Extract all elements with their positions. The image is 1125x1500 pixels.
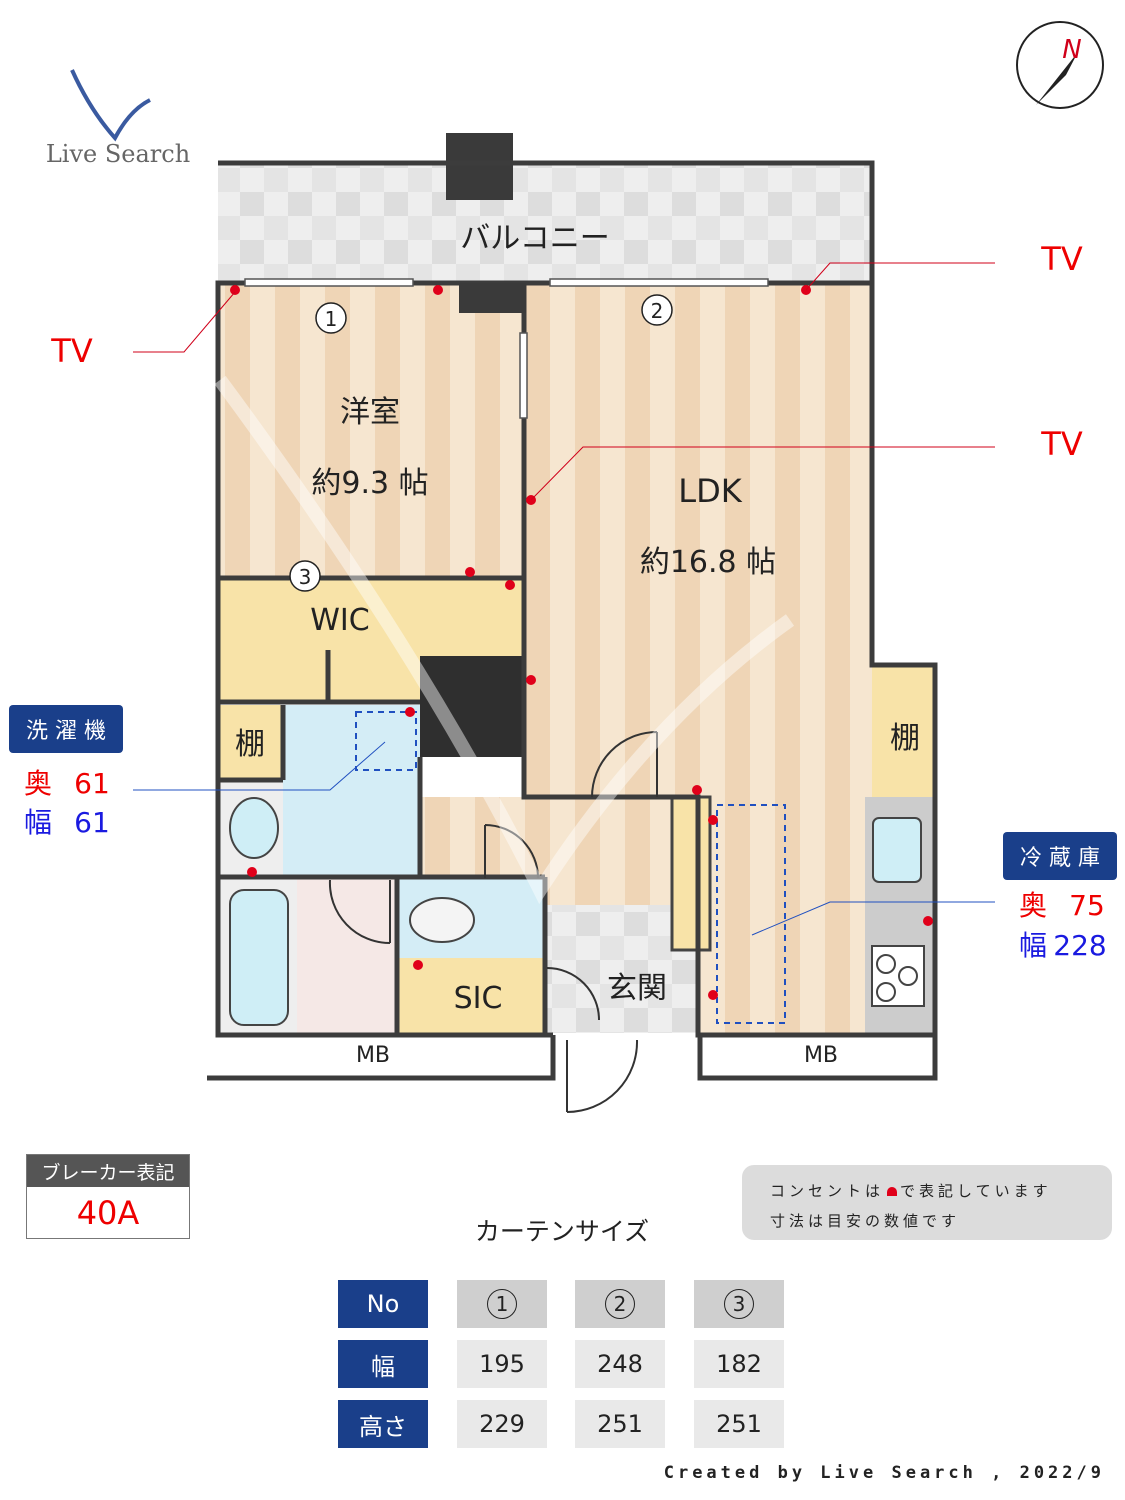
sink-icon (229, 797, 279, 859)
shelf-right (872, 665, 935, 797)
svg-text:2: 2 (651, 299, 664, 323)
row-header-width: 幅 (338, 1340, 428, 1388)
width-3: 182 (694, 1340, 784, 1388)
svg-text:Live Search: Live Search (46, 140, 190, 168)
height-3: 251 (694, 1400, 784, 1448)
western-room-label: 洋室 (340, 395, 400, 430)
col-no-2: 2 (575, 1280, 665, 1328)
washer-depth-label: 奥 (24, 767, 52, 800)
washer-space (355, 711, 417, 771)
live-search-logo: Live Search (46, 69, 190, 168)
mb-left-label: MB (356, 1043, 390, 1068)
closet (470, 578, 524, 656)
washer-width-label: 幅 (24, 806, 52, 839)
note-line2: 寸法は目安の数値です (770, 1212, 961, 1230)
shoe-closet (670, 795, 712, 952)
row-header-height: 高さ (338, 1400, 428, 1448)
curtain-title: カーテンサイズ (474, 1217, 650, 1246)
ldk (524, 283, 872, 797)
mb-right-label: MB (804, 1043, 838, 1068)
western-room (218, 283, 524, 578)
height-1: 229 (457, 1400, 547, 1448)
fridge-title: 冷 蔵 庫 (1003, 832, 1117, 880)
footer-credit: Created by Live Search , 2022/9 (663, 1463, 1105, 1483)
width-1: 195 (457, 1340, 547, 1388)
sic-label: SIC (454, 981, 503, 1016)
kitchen-floor (698, 797, 865, 1035)
entrance-label: 玄関 (607, 971, 667, 1006)
note-line1-post: で表記しています (900, 1182, 1052, 1200)
compass-icon: N (1016, 21, 1104, 109)
pipe-space (420, 656, 524, 757)
svg-text:3: 3 (299, 565, 312, 589)
balcony (218, 163, 872, 283)
tv-label-ldk-top: TV (1040, 240, 1083, 278)
fridge-space (716, 804, 786, 1024)
washroom (283, 705, 420, 877)
note-line1-pre: コンセントは (770, 1182, 885, 1200)
duct (446, 133, 513, 200)
width-2: 248 (575, 1340, 665, 1388)
balcony-label: バルコニー (460, 221, 609, 256)
washer-width: 61 (74, 806, 110, 839)
bath-floor (297, 877, 397, 1033)
tv-label-western: TV (50, 332, 93, 370)
shelf-left-label: 棚 (235, 727, 265, 762)
ldk-label: LDK (678, 472, 742, 510)
ldk-size: 約16.8 帖 (640, 545, 776, 580)
leader-lines (133, 262, 995, 936)
fridge-depth-label: 奥 (1019, 889, 1047, 922)
wic-label: WIC (310, 603, 369, 638)
shelf-left (218, 705, 283, 780)
notes-box: コンセントはで表記しています 寸法は目安の数値です (742, 1165, 1112, 1240)
western-room-size: 約9.3 帖 (311, 466, 428, 501)
doors (328, 731, 658, 1113)
outlet-icon (887, 1187, 898, 1196)
fridge-width: 228 (1053, 929, 1106, 962)
height-2: 251 (575, 1400, 665, 1448)
col-no-1: 1 (457, 1280, 547, 1328)
fridge-depth: 75 (1069, 889, 1105, 922)
breaker-title: ブレーカー表記 (27, 1155, 189, 1187)
fridge-width-label: 幅 (1019, 929, 1047, 962)
column (459, 283, 526, 313)
walls (207, 160, 938, 1081)
sic (397, 958, 545, 1033)
shelf-right-label: 棚 (890, 721, 920, 756)
washer-depth: 61 (74, 767, 110, 800)
toilet-icon (409, 897, 475, 943)
washer-title: 洗 濯 機 (9, 705, 123, 753)
bathtub-icon (229, 889, 289, 1026)
windows (244, 278, 769, 419)
breaker-box: ブレーカー表記 40A (26, 1154, 190, 1239)
curtain-marker-3: 3 (289, 560, 321, 592)
curtain-marker-1: 1 (315, 302, 347, 334)
svg-text:1: 1 (325, 307, 338, 331)
col-no-3: 3 (694, 1280, 784, 1328)
kitchen-sink-icon (872, 817, 922, 883)
row-header-no: No (338, 1280, 428, 1328)
tv-label-ldk: TV (1040, 425, 1083, 463)
watermark (214, 375, 795, 905)
curtain-marker-2: 2 (641, 294, 673, 326)
svg-text:N: N (1062, 35, 1081, 65)
breaker-value: 40A (76, 1193, 140, 1232)
stove-icon (871, 945, 925, 1007)
